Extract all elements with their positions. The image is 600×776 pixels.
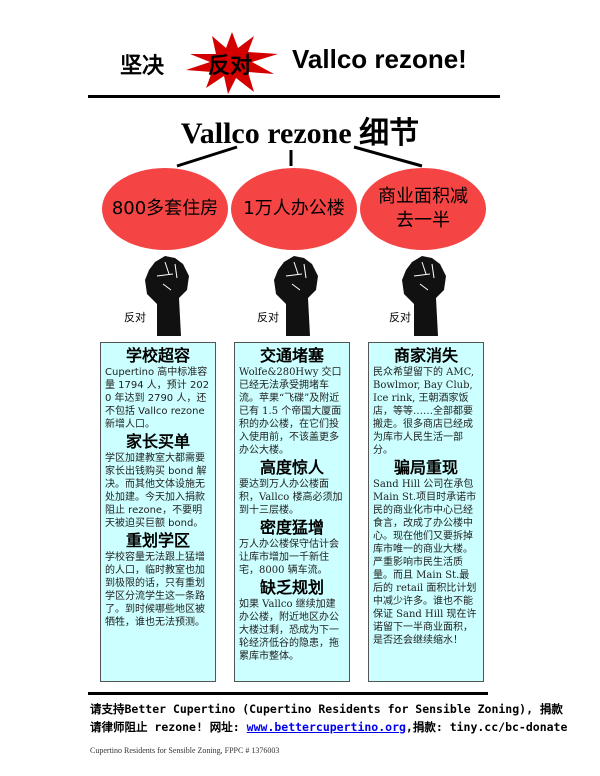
- box-text: 学区加建教室大都需要家长出钱购买 bond 解决。而其他文体设施无处加建。今天加…: [105, 453, 207, 529]
- oppose-label: 反对: [389, 311, 411, 324]
- subtitle: Vallco rezone 细节: [180, 117, 420, 150]
- headline: 坚决 反对 Vallco rezone!: [120, 32, 500, 94]
- footer-text: ,捐款: tiny.cc/bc-donate: [405, 720, 568, 734]
- footer-line2: 请律师阻止 rezone! 网址: www.bettercupertino.or…: [90, 720, 567, 734]
- fist-icon: [402, 256, 446, 336]
- oppose-label: 反对: [124, 311, 146, 324]
- box-schools: 学校超容 Cupertino 高中标准容量 1794 人，预计 2020 年达到 …: [100, 342, 216, 682]
- box-heading: 缺乏规划: [259, 578, 324, 597]
- box-heading: 密度猛增: [259, 518, 324, 537]
- starburst-icon: [186, 32, 278, 94]
- headline-left: 坚决: [120, 53, 165, 79]
- box-heading: 高度惊人: [259, 458, 324, 477]
- box-heading: 家长买单: [125, 432, 190, 451]
- bubble-housing: 800多套住房: [102, 168, 228, 250]
- box-text: 如果 Vallco 继续加建办公楼，附近地区办公大楼过剩，恐成为下一轮经济低谷的…: [239, 599, 339, 662]
- box-text: 万人办公楼保守估计会让库市增加一千新住宅，8000 辆车流。: [239, 539, 339, 576]
- box-heading: 骗局重现: [393, 458, 458, 477]
- box-traffic: 交通堵塞 Wolfe&280Hwy 交口已经无法承受拥堵车流。苹果“飞碟”及附近已…: [234, 342, 350, 682]
- box-text: 民众希望留下的 AMC, Bowlmor, Bay Club, Ice rink…: [373, 367, 475, 456]
- box-text: Cupertino 高中标准容量 1794 人，预计 2020 年达到 2790…: [105, 367, 210, 430]
- bubble-office: 1万人办公楼: [231, 168, 357, 250]
- box-heading: 交通堵塞: [259, 346, 324, 365]
- box-heading: 学校超容: [125, 346, 190, 365]
- box-text: Wolfe&280Hwy 交口已经无法承受拥堵车流。苹果“飞碟”及附近已有 1.…: [239, 367, 342, 456]
- fppc-disclaimer: Cupertino Residents for Sensible Zoning,…: [90, 746, 280, 755]
- footer-line1: 请支持Better Cupertino (Cupertino Residents…: [90, 702, 563, 716]
- box-text: 学校容量无法跟上猛增的人口，临时教室也加到极限的话，只有重划学区分流学生这一条路…: [105, 552, 205, 628]
- fist-icon: [274, 256, 318, 336]
- fist-icon: [145, 256, 189, 336]
- connector-lines: [176, 145, 423, 168]
- box-heading: 商家消失: [393, 346, 458, 365]
- box-text: 要达到万人办公楼面积，Vallco 楼高必须加到十三层楼。: [239, 479, 343, 516]
- bubble-retail: 商业面积减去一半: [360, 168, 486, 250]
- box-businesses: 商家消失民众希望留下的 AMC, Bowlmor, Bay Club, Ice …: [368, 342, 484, 682]
- box-heading: 重划学区: [125, 531, 190, 550]
- oppose-label: 反对: [257, 311, 279, 324]
- headline-right: Vallco rezone!: [292, 44, 467, 74]
- website-link[interactable]: www.bettercupertino.org: [246, 720, 406, 734]
- footer-text: 请律师阻止 rezone! 网址:: [90, 720, 247, 734]
- divider: [88, 95, 500, 98]
- footer-divider: [88, 692, 488, 695]
- headline-oppose: 反对: [208, 54, 253, 79]
- box-text: Sand Hill 公司在承包 Main St.项目时承诺市民的商业化市中心已经…: [373, 479, 477, 646]
